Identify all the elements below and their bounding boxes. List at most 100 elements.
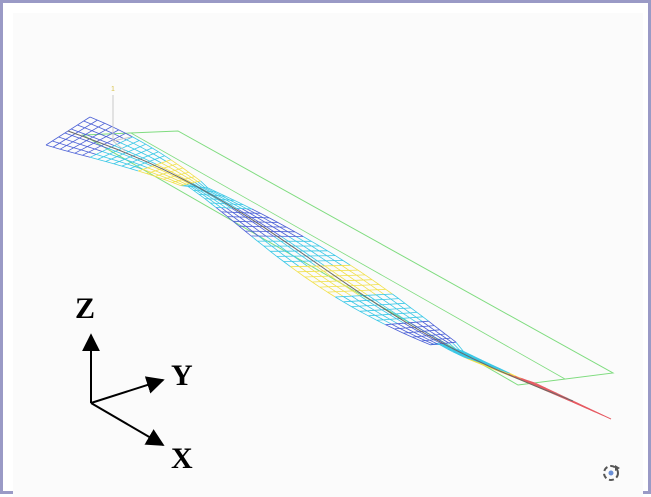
mesh-long-line xyxy=(233,217,239,222)
mesh-long-line xyxy=(321,282,329,287)
mesh-long-line xyxy=(155,159,162,163)
mesh-long-line xyxy=(355,280,362,285)
mesh-long-line xyxy=(93,137,100,140)
mesh-long-line xyxy=(82,155,90,157)
mesh-long-line xyxy=(285,256,292,261)
mesh-long-line xyxy=(89,152,97,154)
mesh-long-line xyxy=(305,277,312,282)
mesh-long-line xyxy=(147,150,154,154)
mesh-long-line xyxy=(296,246,303,251)
mesh-long-line xyxy=(73,142,80,144)
mesh-long-line xyxy=(183,168,189,172)
y-axis-arrow xyxy=(91,380,163,403)
rotate-icon[interactable] xyxy=(604,465,620,480)
mesh-long-line xyxy=(77,125,84,128)
mesh-long-line xyxy=(122,166,130,168)
mesh-long-line xyxy=(343,261,351,266)
mesh-long-line xyxy=(140,147,147,151)
mesh-long-line xyxy=(364,280,371,285)
mesh-long-line xyxy=(329,281,336,286)
mesh-long-line xyxy=(362,285,369,290)
mesh-long-line xyxy=(171,160,177,164)
x-axis-label: X xyxy=(171,442,193,475)
mesh-long-line xyxy=(429,321,435,325)
mesh-long-line xyxy=(391,299,398,304)
mesh-long-line xyxy=(410,318,417,322)
mesh-long-line xyxy=(148,168,156,171)
mesh-long-line xyxy=(403,318,410,322)
mesh-long-line xyxy=(264,246,270,251)
mesh-long-line xyxy=(411,308,417,313)
mesh-long-line xyxy=(68,151,75,153)
mesh-long-line xyxy=(148,156,155,160)
mesh-long-line xyxy=(251,236,257,241)
mesh-long-line xyxy=(281,232,289,237)
mesh-long-line xyxy=(105,123,112,126)
mesh-long-line xyxy=(280,227,288,232)
mesh-long-line xyxy=(303,237,311,242)
mesh-long-line xyxy=(382,315,390,319)
mesh-long-line xyxy=(175,170,182,174)
mesh-long-line xyxy=(288,241,295,246)
mesh-long-line xyxy=(111,159,119,161)
mesh-long-line xyxy=(177,164,183,168)
mesh-long-line xyxy=(65,133,72,136)
mesh-long-line xyxy=(126,140,133,143)
mesh-long-line xyxy=(106,137,113,140)
mesh-long-line xyxy=(75,153,83,155)
mesh-long-line xyxy=(392,294,398,299)
mesh-long-line xyxy=(53,147,60,149)
mesh-long-line xyxy=(165,156,171,160)
mesh-long-line xyxy=(74,148,81,150)
mesh-long-line xyxy=(335,261,342,266)
mesh-long-line xyxy=(322,276,329,281)
mesh-long-line xyxy=(80,144,87,146)
mesh-long-line xyxy=(377,320,386,324)
mesh-long-line xyxy=(159,152,165,156)
mesh-long-line xyxy=(91,124,98,127)
mesh-long-line xyxy=(296,236,304,241)
mesh-long-line xyxy=(349,270,356,275)
mesh-long-line xyxy=(287,251,294,256)
mesh-long-line xyxy=(120,143,127,146)
mesh-long-line xyxy=(90,117,97,120)
mesh-long-line xyxy=(384,294,391,299)
mesh-long-line xyxy=(343,297,351,302)
mesh-long-line xyxy=(245,231,251,236)
mesh-long-line xyxy=(386,325,395,329)
mesh-long-line xyxy=(107,143,114,146)
mesh-long-line xyxy=(423,327,430,331)
mesh-long-line xyxy=(351,265,358,270)
mesh-long-line xyxy=(399,299,405,304)
origin-marker-label: 1 xyxy=(111,86,115,93)
mesh-long-line xyxy=(360,311,369,316)
mesh-long-line xyxy=(296,241,304,246)
mesh-long-line xyxy=(134,149,141,152)
mesh-long-line xyxy=(313,277,320,282)
mesh-long-line xyxy=(92,131,99,134)
mesh-long-line xyxy=(281,241,288,246)
mesh-long-line xyxy=(257,241,263,246)
mesh-long-line xyxy=(404,308,410,313)
fea-viewport[interactable]: 1 Z Y X xyxy=(13,13,643,497)
deformed-mesh xyxy=(46,117,611,419)
mesh-long-line xyxy=(421,341,430,345)
mesh-long-line xyxy=(372,280,379,285)
mesh-long-line xyxy=(299,267,306,272)
mesh-long-line xyxy=(352,307,360,312)
mesh-long-line xyxy=(336,292,344,297)
mesh-long-line xyxy=(216,207,222,212)
mesh-long-line xyxy=(335,256,343,261)
mesh-long-line xyxy=(304,246,312,251)
mesh-long-line xyxy=(367,311,375,316)
mesh-long-line xyxy=(60,149,67,151)
mesh-long-line xyxy=(288,246,295,251)
mesh-long-line xyxy=(369,290,376,295)
mesh-long-line xyxy=(352,296,360,301)
mesh-long-line xyxy=(434,326,440,330)
mesh-long-line xyxy=(417,312,423,316)
mesh-long-line xyxy=(162,163,169,167)
mesh-long-line xyxy=(106,130,113,133)
mesh-long-line xyxy=(81,150,88,152)
